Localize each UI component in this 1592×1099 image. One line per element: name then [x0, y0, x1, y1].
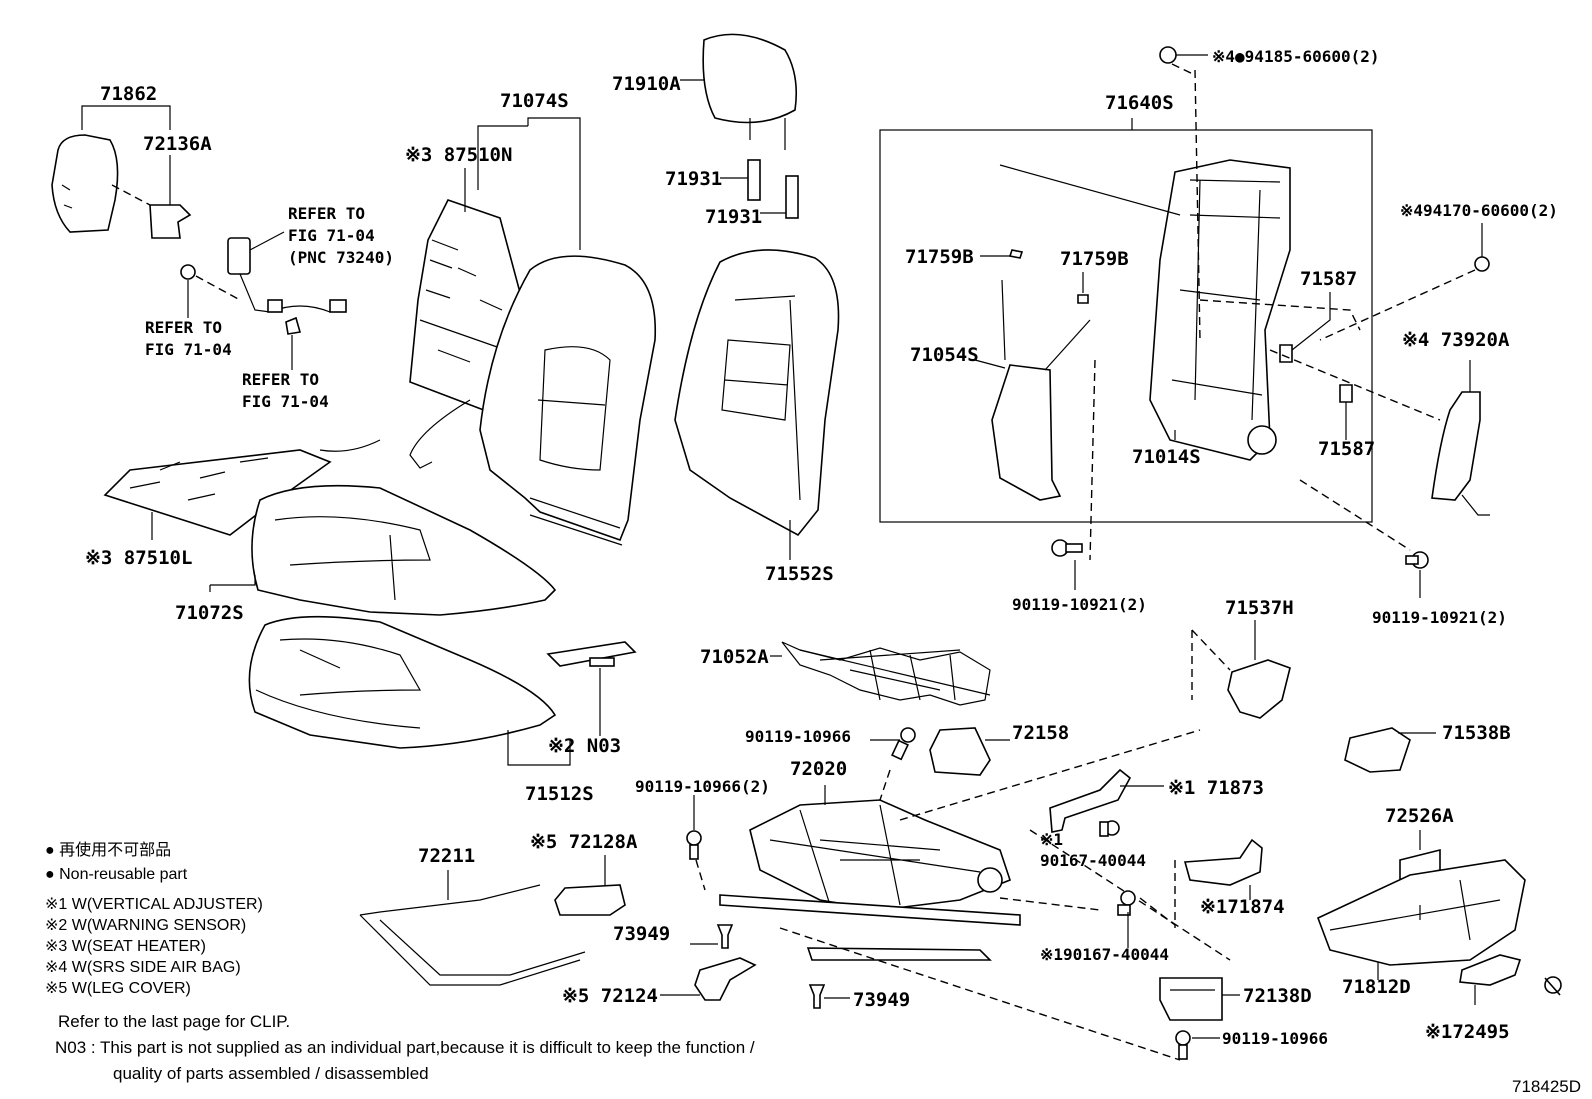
label-71537H: 71537H: [1225, 597, 1294, 619]
refer-label-3-line1: REFER TO: [242, 370, 319, 389]
label-N03: ※2 N03: [548, 735, 621, 757]
label-94170: ※494170-60600(2): [1400, 201, 1558, 220]
part-72495: [1459, 954, 1562, 1005]
label-71014S: 71014S: [1132, 446, 1201, 468]
label-71759B-right: 71759B: [1060, 248, 1129, 270]
label-71874: ※171874: [1200, 896, 1285, 918]
diagram-id: 718425D: [1512, 1077, 1581, 1096]
label-71931-lower: 71931: [705, 206, 762, 228]
legend-item-2: ● Non-reusable part: [45, 866, 188, 883]
refer-label-1-line3: (PNC 73240): [288, 248, 394, 267]
label-71587-upper: 71587: [1300, 268, 1357, 290]
label-71074S: 71074S: [500, 90, 569, 112]
part-71812D-side-cover: [1316, 830, 1526, 980]
part-71538B-bracket: [1344, 727, 1436, 773]
label-71812D: 71812D: [1342, 976, 1411, 998]
label-90167-mark: ※1: [1040, 830, 1063, 849]
label-72138D: 72138D: [1243, 985, 1312, 1007]
part-71537H-bracket: [1191, 620, 1291, 719]
label-72526A: 72526A: [1385, 805, 1454, 827]
refer-label-2-line1: REFER TO: [145, 318, 222, 337]
refer-label-2-line2: FIG 71-04: [145, 340, 232, 359]
label-73949-a: 73949: [613, 923, 670, 945]
label-71873: ※1 71873: [1168, 777, 1264, 799]
label-87510N: ※3 87510N: [405, 144, 512, 166]
label-71552S: 71552S: [765, 563, 834, 585]
refer-label-1-line2: FIG 71-04: [288, 226, 375, 245]
refer-label-3-line2: FIG 71-04: [242, 392, 329, 411]
legend-note-2: ※2 W(WARNING SENSOR): [45, 917, 246, 934]
refer-label-1-line1: REFER TO: [288, 204, 365, 223]
part-71874-bracket: [1174, 838, 1263, 928]
part-71862-group: [51, 105, 192, 239]
part-71910A-headrest: [680, 33, 799, 219]
note-n03-line1: N03 : This part is not supplied as an in…: [55, 1038, 755, 1057]
label-71910A: 71910A: [612, 73, 681, 95]
label-72211: 72211: [418, 845, 475, 867]
legend-note-4: ※4 W(SRS SIDE AIR BAG): [45, 959, 241, 976]
legend-note-5: ※5 W(LEG COVER): [45, 980, 191, 997]
label-72158: 72158: [1012, 722, 1069, 744]
label-71862: 71862: [100, 83, 157, 105]
legend-note-1: ※1 W(VERTICAL ADJUSTER): [45, 896, 263, 913]
bolt-90119-10966-c: [1175, 1030, 1220, 1060]
legend-item-1: ● 再使用不可部品: [45, 841, 171, 859]
label-90119-10966-a: 90119-10966: [745, 727, 851, 746]
part-71074S-seatback-cover: [477, 117, 657, 546]
label-72128A: ※5 72128A: [530, 831, 638, 853]
label-72136A: 72136A: [143, 133, 212, 155]
part-72138D: [1159, 977, 1240, 1021]
part-71552S-seatback-pad: [674, 249, 840, 560]
label-72495: ※172495: [1425, 1021, 1510, 1043]
parts-73949-clips: [690, 924, 850, 1009]
bolts-90119-10921: [1051, 479, 1429, 598]
bolt-90119-10966-a: [870, 727, 916, 801]
label-90119-10921-left: 90119-10921(2): [1012, 595, 1147, 614]
note-clip: Refer to the last page for CLIP.: [58, 1012, 290, 1031]
part-N03-sensor: [546, 641, 637, 736]
label-73920A: ※4 73920A: [1402, 329, 1510, 351]
part-72211-wire: [359, 870, 586, 986]
part-71512S-cushion-pad: [248, 615, 571, 766]
label-94185: ※4●94185-60600(2): [1212, 47, 1380, 66]
label-71054S: 71054S: [910, 344, 979, 366]
label-90119-10966-c: 90119-10966: [1222, 1029, 1328, 1048]
label-90119-10966-b: 90119-10966(2): [635, 777, 770, 796]
label-71538B: 71538B: [1442, 722, 1511, 744]
note-n03-line2: quality of parts assembled / disassemble…: [113, 1064, 429, 1083]
label-71759B-left: 71759B: [905, 246, 974, 268]
part-72020-seat-track: [719, 729, 1231, 1061]
label-90167-40044-b: ※190167-40044: [1040, 945, 1169, 964]
bolts-90167-40044: [1099, 820, 1176, 948]
label-72020: 72020: [790, 758, 847, 780]
label-71072S: 71072S: [175, 602, 244, 624]
part-72158-cover: [929, 727, 1010, 776]
legend-note-3: ※3 W(SEAT HEATER): [45, 938, 206, 955]
label-87510L: ※3 87510L: [85, 547, 192, 569]
label-90167-40044-a: 90167-40044: [1040, 851, 1146, 870]
seatbelt-buckle: [180, 231, 347, 370]
part-72128A-cover: [554, 855, 626, 916]
part-71052A-spring: [770, 641, 991, 706]
part-73920A-airbag: [1269, 223, 1490, 516]
label-72124: ※5 72124: [562, 985, 658, 1007]
label-90119-10921-right: 90119-10921(2): [1372, 608, 1507, 627]
part-71072S-cushion-cover: [209, 484, 557, 616]
bolt-94185: [1159, 46, 1208, 76]
label-73949-b: 73949: [853, 989, 910, 1011]
label-71931-upper: 71931: [665, 168, 722, 190]
part-71640S-frame-box: [879, 69, 1373, 561]
label-71640S: 71640S: [1105, 92, 1174, 114]
label-71512S: 71512S: [525, 783, 594, 805]
bolt-90119-10966-b: [686, 795, 706, 891]
label-71052A: 71052A: [700, 646, 769, 668]
part-72124-cover: [660, 957, 757, 1001]
part-71873-bracket: [1049, 768, 1164, 833]
label-71587-lower: 71587: [1318, 438, 1375, 460]
